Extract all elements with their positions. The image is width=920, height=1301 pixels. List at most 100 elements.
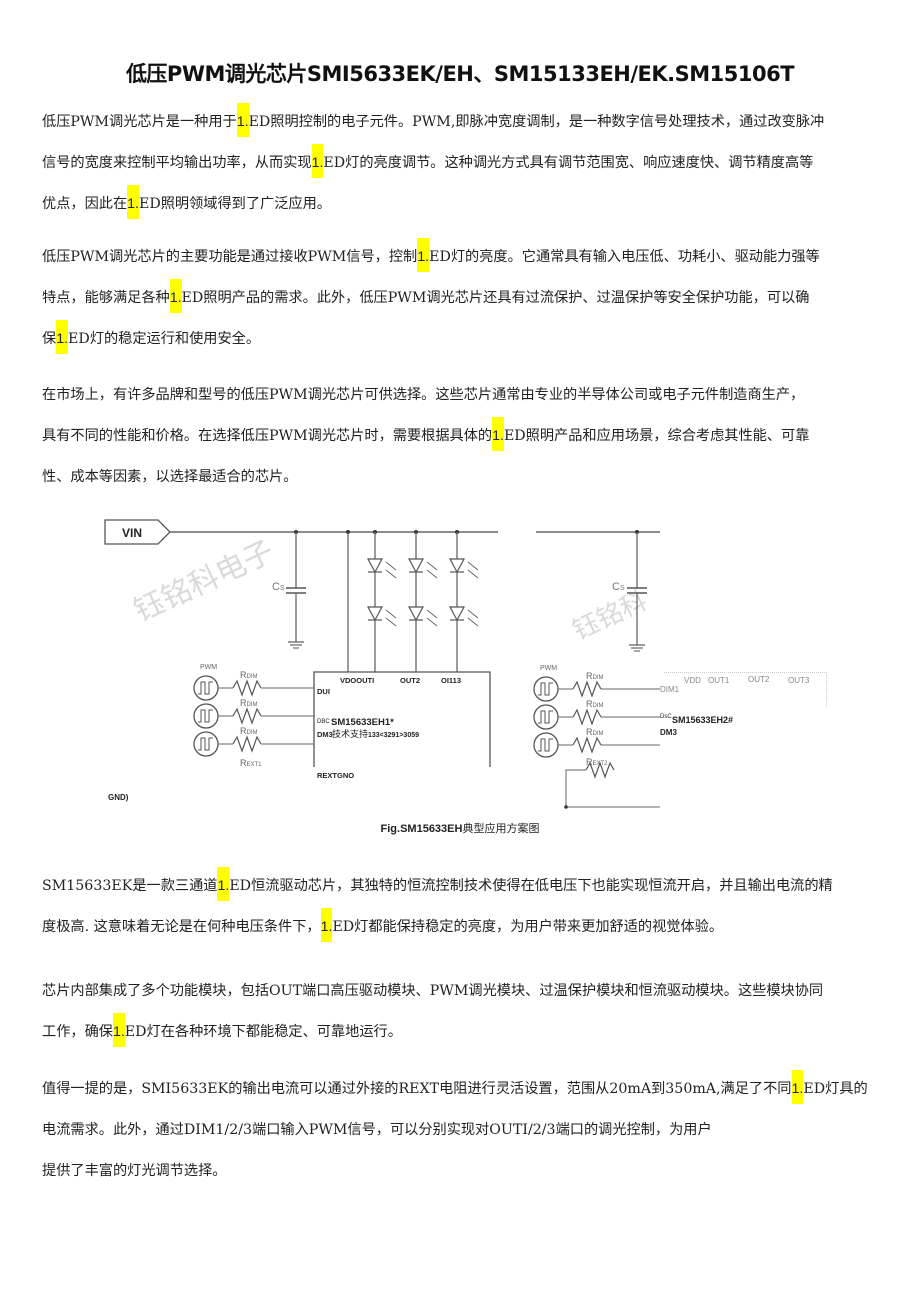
figure-caption: Fig.SM15633EH典型应用方案图 xyxy=(0,820,920,836)
paragraph-function: 低压PWM调光芯片的主要功能是通过接收PWM信号，控制1.ED灯的亮度。它通常具… xyxy=(42,237,882,360)
highlighted-text: 1. xyxy=(791,1070,804,1104)
line-text: 低压PWM调光芯片的主要功能是通过接收PWM信号，控制 xyxy=(42,249,418,265)
highlighted-text: 1. xyxy=(56,320,69,354)
svg-text:DBC: DBC xyxy=(317,719,330,725)
line-text: ED照明控制的电子元件。PWM,即脉冲宽度调制，是一种数字信号处理技术，通过改变… xyxy=(248,114,825,130)
line-text: 优点，因此在 xyxy=(42,196,128,212)
svg-text:VDOOUTI: VDOOUTI xyxy=(340,676,374,685)
svg-text:OI113: OI113 xyxy=(441,676,461,685)
svg-text:133<3291>3059: 133<3291>3059 xyxy=(368,732,419,739)
highlighted-text: 1. xyxy=(236,103,249,137)
paragraph-line: 值得一提的是，SMI5633EK的输出电流可以通过外接的REXT电阻进行灵活设置… xyxy=(42,1069,882,1110)
highlighted-text: 1. xyxy=(112,1013,125,1047)
right-pwm-source-1: RDIM xyxy=(533,671,660,702)
paragraph-line: 电流需求。此外，通过DIM1/2/3端口输入PWM信号，可以分别实现对OUTI/… xyxy=(42,1110,882,1151)
svg-text:REXTGNO: REXTGNO xyxy=(317,771,354,780)
highlighted-text: 1. xyxy=(127,185,139,219)
highlighted-text: 1. xyxy=(217,867,230,901)
paragraph-line: 低压PWM调光芯片是一种用于1.ED照明控制的电子元件。PWM,即脉冲宽度调制，… xyxy=(42,102,882,143)
highlighted-text: 1. xyxy=(417,238,430,272)
led-string-3 xyxy=(448,530,479,672)
svg-text:OUT2: OUT2 xyxy=(400,676,420,685)
led-string-2 xyxy=(407,530,438,672)
right-pin-out2: OUT2 xyxy=(748,675,770,684)
right-chip-prefix: DsC xyxy=(660,714,672,720)
led-string-1 xyxy=(366,530,397,672)
right-chip-name: SM15633EH2# xyxy=(672,715,734,725)
paragraph-line: 低压PWM调光芯片的主要功能是通过接收PWM信号，控制1.ED灯的亮度。它通常具… xyxy=(42,237,882,278)
paragraph-line: 保1.ED灯的稳定运行和使用安全。 xyxy=(42,319,882,360)
paragraph-line: 具有不同的性能和价格。在选择低压PWM调光芯片时，需要根据具体的1.ED照明产品… xyxy=(42,416,882,457)
paragraph-sm15633ek: SM15633EK是一款三通道1.ED恒流驱动芯片，其独特的恒流控制技术使得在低… xyxy=(42,866,882,948)
vin-label-tag: VIN xyxy=(104,519,171,545)
paragraph-intro: 低压PWM调光芯片是一种用于1.ED照明控制的电子元件。PWM,即脉冲宽度调制，… xyxy=(42,102,882,225)
line-text: 值得一提的是，SMI5633EK的输出电流可以通过外接的REXT电阻进行灵活设置… xyxy=(42,1081,792,1097)
line-text: 性、成本等因素，以选择最适合的芯片。 xyxy=(42,469,298,485)
svg-text:PWM: PWM xyxy=(540,665,557,672)
right-chip-box-edge xyxy=(664,672,827,707)
paragraph-line: 在市场上，有许多品牌和型号的低压PWM调光芯片可供选择。这些芯片通常由专业的半导… xyxy=(42,375,882,416)
svg-text:DUI: DUI xyxy=(317,687,330,696)
pwm-source-2: RDIM xyxy=(193,698,314,729)
svg-text:RDIM: RDIM xyxy=(240,698,258,708)
svg-text:RDIM: RDIM xyxy=(586,671,604,681)
line-text: ED照明产品和应用场景，综合考虑其性能、可靠 xyxy=(503,428,810,444)
right-pin-dm3: DM3 xyxy=(660,728,677,737)
highlighted-text: 1. xyxy=(311,144,324,178)
paragraph-line: 度极高. 这意味着无论是在何种电压条件下，1.ED灯都能保持稳定的亮度，为用户带… xyxy=(42,907,882,948)
line-text: 芯片内部集成了多个功能模块，包括OUT端口高压驱动模块、PWM调光模块、过温保护… xyxy=(42,983,824,999)
watermark-text-right: 钰铭科 xyxy=(568,585,651,645)
svg-text:DM3: DM3 xyxy=(317,730,333,739)
svg-text:RDIM: RDIM xyxy=(240,726,258,736)
paragraph-line: 工作，确保1.ED灯在各种环境下都能稳定、可靠地运行。 xyxy=(42,1012,882,1053)
line-text: ED灯都能保持稳定的亮度，为用户带来更加舒适的视觉体验。 xyxy=(332,919,724,935)
pwm-source-1: RDIM xyxy=(193,670,314,701)
right-pin-out1: OUT1 xyxy=(708,676,730,685)
watermark-text: 钰铭科电子 xyxy=(129,535,279,628)
line-text: 信号的宽度来控制平均输出功率，从而实现 xyxy=(42,155,312,171)
highlighted-text: 1. xyxy=(169,279,182,313)
line-text: 具有不同的性能和价格。在选择低压PWM调光芯片时，需要根据具体的 xyxy=(42,428,493,444)
svg-text:REXT1: REXT1 xyxy=(240,758,262,768)
paragraph-modules: 芯片内部集成了多个功能模块，包括OUT端口高压驱动模块、PWM调光模块、过温保护… xyxy=(42,971,882,1053)
highlighted-text: 1. xyxy=(320,908,333,942)
right-pin-dim1: DIM1 xyxy=(660,685,680,694)
line-text: 工作，确保 xyxy=(42,1024,113,1040)
svg-text:CS: CS xyxy=(272,581,285,593)
svg-text:VIN: VIN xyxy=(122,526,142,540)
svg-text:技术支持: 技术支持 xyxy=(332,728,368,739)
paragraph-rext: 值得一提的是，SMI5633EK的输出电流可以通过外接的REXT电阻进行灵活设置… xyxy=(42,1069,882,1192)
line-text: ED照明产品的需求。此外，低压PWM调光芯片还具有过流保护、过温保护等安全保护功… xyxy=(181,290,810,306)
line-text: 在市场上，有许多品牌和型号的低压PWM调光芯片可供选择。这些芯片通常由专业的半导… xyxy=(42,387,805,403)
figure-caption-id: Fig.SM15633EH xyxy=(380,823,463,835)
paragraph-line: 芯片内部集成了多个功能模块，包括OUT端口高压驱动模块、PWM调光模块、过温保护… xyxy=(42,971,882,1012)
paragraph-line: 信号的宽度来控制平均输出功率，从而实现1.ED灯的亮度调节。这种调光方式具有调节… xyxy=(42,143,882,184)
paragraph-line: 提供了丰富的灯光调节选择。 xyxy=(42,1151,882,1192)
chip-sm15633eh1: VDOOUTI OUT2 OI113 DUI DBC SM15633EH1* D… xyxy=(313,671,491,780)
paragraph-line: SM15633EK是一款三通道1.ED恒流驱动芯片，其独特的恒流控制技术使得在低… xyxy=(42,866,882,907)
highlighted-text: 1. xyxy=(492,417,504,451)
line-text: 特点，能够满足各种 xyxy=(42,290,170,306)
svg-text:RDIM: RDIM xyxy=(586,727,604,737)
right-pin-out3: OUT3 xyxy=(788,676,810,685)
line-text: ED照明领域得到了广泛应用。 xyxy=(138,196,331,212)
application-circuit-diagram: 钰铭科电子 钰铭科 VIN CS xyxy=(104,519,660,809)
line-text: SM15633EK是一款三通道 xyxy=(42,878,218,894)
svg-text:RDIM: RDIM xyxy=(240,670,258,680)
right-pwm-source-2: RDIM xyxy=(533,699,660,730)
right-rext2: REXT2 xyxy=(564,757,660,809)
right-pwm-source-3: RDIM xyxy=(533,727,660,758)
pwm-source-3: RDIM xyxy=(193,726,314,757)
line-text: 保 xyxy=(42,331,57,347)
line-text: 低压PWM调光芯片是一种用于 xyxy=(42,114,237,130)
document-title: 低压PWM调光芯片SMI5633EK/EH、SM15133EH/EK.SM151… xyxy=(125,62,795,86)
figure-caption-text: 典型应用方案图 xyxy=(462,822,540,835)
line-text: 电流需求。此外，通过DIM1/2/3端口输入PWM信号，可以分别实现对OUTI/… xyxy=(42,1122,712,1138)
svg-text:RDIM: RDIM xyxy=(586,699,604,709)
line-text: ED灯具的 xyxy=(803,1081,868,1097)
svg-text:SM15633EH1*: SM15633EH1* xyxy=(331,717,394,728)
line-text: ED灯的亮度调节。这种调光方式具有调节范围宽、响应速度快、调节精度高等 xyxy=(323,155,814,171)
paragraph-line: 性、成本等因素，以选择最适合的芯片。 xyxy=(42,457,882,498)
paragraph-line: 优点，因此在1.ED照明领域得到了广泛应用。 xyxy=(42,184,882,225)
line-text: ED灯的稳定运行和使用安全。 xyxy=(68,331,261,347)
